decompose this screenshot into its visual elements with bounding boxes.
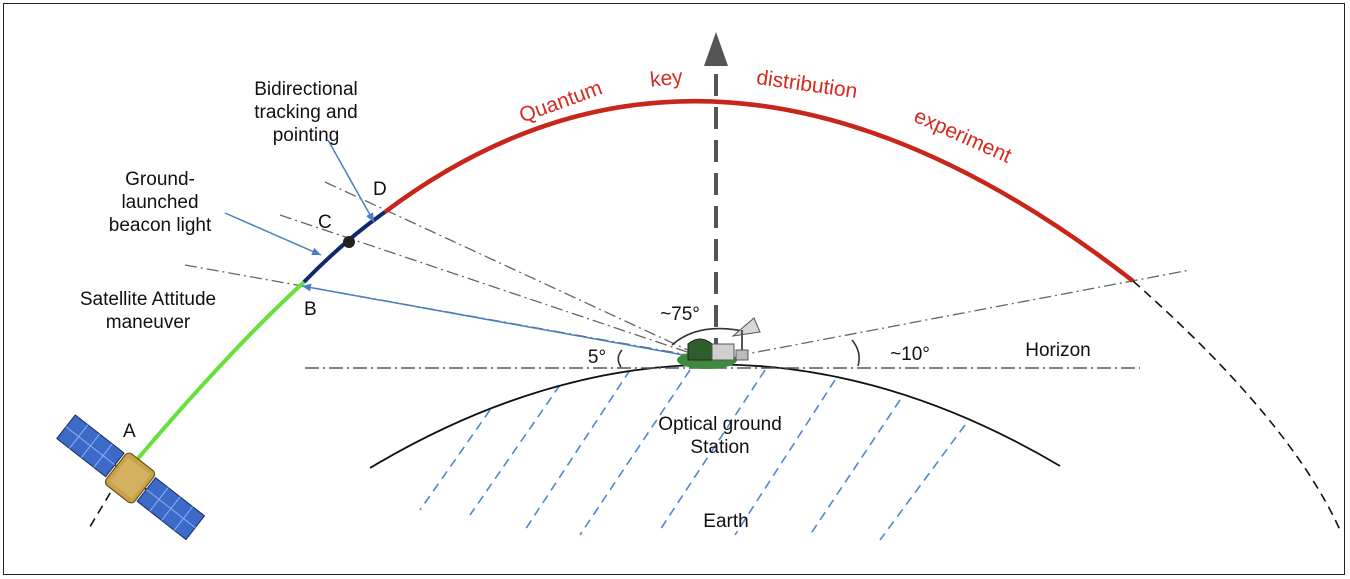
zenith-arrowhead — [704, 32, 728, 66]
figure-frame — [3, 3, 1345, 575]
maneuver-segment — [133, 280, 306, 464]
point-c-label: C — [318, 212, 332, 233]
angle-10-label: ~10° — [890, 344, 930, 365]
svg-text:launched: launched — [121, 192, 198, 213]
point-d-label: D — [373, 179, 387, 200]
svg-text:Ground-: Ground- — [125, 169, 195, 190]
qkd-word-distribution: distribution — [755, 66, 859, 103]
qkd-arc — [383, 98, 1135, 283]
orbit-left-dashed — [87, 479, 119, 531]
point-b-label: B — [304, 299, 317, 320]
qkd-title: Quantum key distribution experiment — [516, 65, 1015, 167]
svg-text:pointing: pointing — [273, 125, 340, 146]
beacon-segment — [302, 210, 387, 284]
svg-text:tracking and: tracking and — [254, 102, 358, 123]
angle-75-label: ~75° — [660, 304, 700, 325]
svg-text:beacon light: beacon light — [109, 215, 212, 236]
qkd-word-key: key — [649, 65, 684, 91]
svg-text:maneuver: maneuver — [106, 312, 191, 333]
point-c-marker — [343, 236, 355, 248]
bidirectional-label: Bidirectional tracking and pointing — [254, 79, 358, 146]
qkd-word-experiment: experiment — [911, 104, 1015, 167]
angle-arc-10 — [851, 339, 860, 367]
maneuver-label: Satellite Attitude maneuver — [80, 289, 216, 333]
elevation-lines — [184, 181, 1191, 361]
orbit-right-dashed — [1132, 280, 1341, 531]
pointer-uplink — [301, 283, 701, 359]
pointer-bidirectional — [327, 139, 375, 223]
ground-station-icon — [677, 317, 761, 369]
earth-hatching — [419, 369, 966, 541]
satellite-icon — [56, 414, 206, 541]
horizon-label: Horizon — [1025, 340, 1090, 361]
angle-5-label: 5° — [588, 347, 606, 368]
point-a-label: A — [123, 421, 136, 442]
pointer-beacon — [224, 212, 322, 256]
svg-text:Station: Station — [690, 437, 749, 458]
station-label: Optical ground Station — [658, 414, 782, 458]
angle-arc-5 — [617, 349, 623, 368]
svg-text:Optical ground: Optical ground — [658, 414, 782, 435]
earth-label: Earth — [703, 511, 748, 532]
svg-text:Satellite Attitude: Satellite Attitude — [80, 289, 216, 310]
beacon-label: Ground- launched beacon light — [109, 169, 212, 236]
svg-text:Bidirectional: Bidirectional — [254, 79, 358, 100]
